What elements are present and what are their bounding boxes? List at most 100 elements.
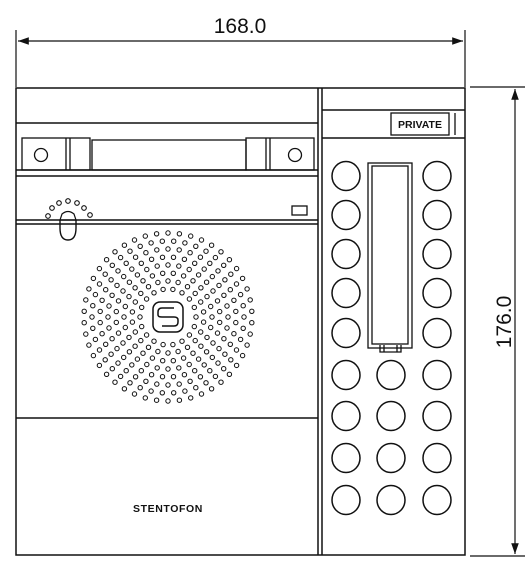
grille-hole [145, 284, 152, 290]
grille-hole [208, 386, 215, 392]
grille-hole [192, 290, 198, 297]
grille-hole [139, 323, 145, 330]
grille-hole [233, 347, 240, 353]
grille-hole [106, 303, 112, 309]
grille-hole [201, 362, 207, 368]
grille-hole [143, 250, 149, 256]
keypad-button-r9-c1[interactable] [331, 484, 361, 516]
grille-hole [103, 257, 110, 263]
keypad-button-r4-c2[interactable] [422, 277, 452, 309]
grille-hole [184, 344, 191, 350]
keypad-button-r2-c2[interactable] [422, 199, 452, 231]
grille-hole [115, 330, 122, 336]
handset-cradle [21, 137, 315, 171]
grille-hole [165, 382, 171, 388]
grille-hole [97, 308, 103, 315]
grille-hole [149, 273, 156, 279]
grille-hole [137, 314, 143, 320]
stentofon-logo-icon [152, 301, 184, 333]
grille-hole [112, 379, 118, 385]
grille-hole [102, 357, 108, 363]
keypad-button-r8-c2[interactable] [376, 442, 406, 474]
keypad-button-r1-c1[interactable] [331, 160, 361, 192]
private-button[interactable]: PRIVATE [390, 112, 456, 136]
grille-hole [165, 366, 171, 372]
grille-hole [215, 360, 221, 366]
grille-hole [122, 303, 129, 310]
keypad-button-r9-c2[interactable] [376, 484, 406, 516]
grille-hole [233, 319, 239, 326]
grille-hole [83, 297, 89, 303]
grille-hole [224, 325, 230, 331]
grille-hole [203, 248, 209, 254]
keypad-button-r2-c1[interactable] [331, 199, 361, 231]
grille-hole [115, 268, 121, 274]
grille-hole [231, 297, 237, 303]
grille-hole [96, 347, 103, 353]
grille-hole [207, 260, 213, 266]
keypad-button-r6-c1[interactable] [331, 359, 361, 391]
grille-hole [160, 358, 166, 364]
keypad-button-r9-c3[interactable] [422, 484, 452, 516]
keypad-button-r6-c3[interactable] [422, 359, 452, 391]
grille-hole [90, 325, 96, 331]
grille-hole [142, 233, 149, 239]
keypad-button-r5-c1[interactable] [331, 317, 361, 349]
keypad-button-r8-c1[interactable] [331, 442, 361, 474]
grille-hole [170, 270, 177, 276]
grille-hole [121, 242, 128, 248]
grille-hole [218, 379, 224, 385]
volume-knob[interactable] [45, 198, 93, 241]
grille-hole [176, 397, 183, 403]
grille-hole [132, 374, 139, 380]
grille-hole [233, 362, 240, 369]
grille-hole [233, 281, 240, 287]
grille-hole [109, 366, 116, 372]
grille-hole [103, 287, 109, 293]
grille-hole [239, 275, 246, 282]
keypad-button-r3-c2[interactable] [422, 238, 452, 270]
grille-hole [188, 233, 194, 239]
grille-hole [225, 314, 231, 320]
grille-hole [233, 308, 239, 315]
grille-hole [228, 357, 234, 363]
grille-hole [192, 260, 198, 266]
keypad-button-r4-c1[interactable] [331, 277, 361, 309]
grille-hole [159, 390, 166, 396]
grille-hole [197, 254, 204, 260]
grille-hole [182, 388, 188, 394]
grille-hole [209, 354, 216, 361]
keypad-button-r7-c1[interactable] [331, 400, 361, 432]
keypad-button-r1-c2[interactable] [422, 160, 452, 192]
keypad-button-r3-c1[interactable] [331, 238, 361, 270]
keypad-button-r8-c3[interactable] [422, 442, 452, 474]
grille-hole [115, 360, 121, 366]
grille-hole [209, 273, 216, 280]
grille-hole [134, 272, 141, 278]
grille-hole [165, 350, 171, 356]
grille-hole [154, 365, 160, 371]
height-dimension [470, 86, 525, 557]
grille-hole [129, 309, 136, 315]
grille-hole [176, 247, 182, 253]
grille-hole [184, 284, 191, 290]
grille-hole [221, 262, 227, 268]
grille-hole [121, 386, 128, 392]
grille-hole [192, 368, 198, 374]
keypad-button-r5-c2[interactable] [422, 317, 452, 349]
keypad-button-r7-c2[interactable] [376, 400, 406, 432]
grille-hole [99, 297, 105, 303]
grille-hole [103, 371, 110, 377]
grille-hole [176, 381, 182, 387]
grille-hole [221, 366, 227, 372]
keypad-button-r6-c2[interactable] [376, 359, 406, 391]
grille-hole [198, 285, 204, 291]
grille-hole [186, 266, 192, 273]
grille-hole [114, 345, 120, 352]
grille-hole [231, 331, 237, 337]
keypad-button-r7-c3[interactable] [422, 400, 452, 432]
grille-hole [105, 314, 111, 320]
grille-hole [200, 319, 207, 325]
grille-hole [114, 282, 120, 289]
grille-hole [131, 237, 138, 243]
